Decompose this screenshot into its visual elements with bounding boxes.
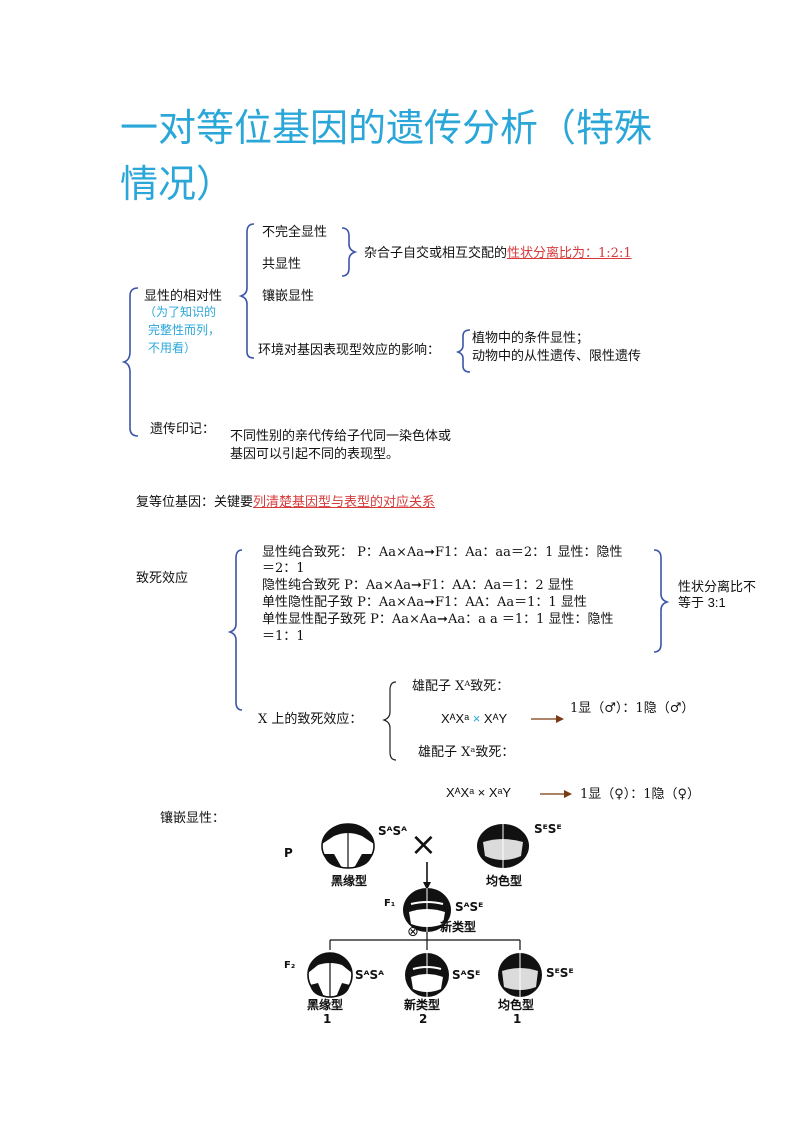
- imprint-line-1: 不同性别的亲代传给子代同一染色体或: [230, 429, 452, 444]
- f2-3-genotype: SᴱSᴱ: [546, 966, 574, 980]
- relativity-head: 显性的相对性: [144, 289, 223, 304]
- f2-2-count: 2: [419, 1012, 428, 1026]
- lethal-head: 致死效应: [136, 571, 189, 586]
- x-a-result: 1显（♂）：1隐（♂）: [570, 701, 695, 716]
- bracket-main: [121, 287, 139, 437]
- cross-ratio: 性状分离比为：1:2:1: [507, 246, 632, 261]
- x-a-cross: XᴬXᵃ × XᴬY: [441, 710, 507, 728]
- cross-prefix: 杂合子自交或相互交配的: [364, 246, 508, 261]
- bracket-lethal: [227, 549, 243, 711]
- imprint-head: 遗传印记：: [150, 422, 216, 437]
- self-cross-mark: ⊗: [407, 924, 419, 940]
- label-p: P: [284, 846, 293, 860]
- x-a-cross-symbol: ×: [472, 711, 481, 726]
- env-animal: 动物中的从性遗传、限性遗传: [472, 349, 642, 364]
- lethal-line-1: 显性纯合致死： P：Aa×Aa➞F1：Aa：aa＝2：1 显性：隐性: [262, 545, 623, 560]
- relativity-note-2: 完整性而列，: [148, 323, 221, 337]
- bracket-sub: [238, 223, 255, 359]
- relativity-note-1: （为了知识的: [144, 305, 217, 319]
- beetle-p2-icon: [477, 824, 529, 868]
- env-plant: 植物中的条件显性；: [472, 331, 590, 346]
- x-a-label: 雄配子 Xᴬ致死：: [412, 679, 510, 694]
- beetle-f2-2-icon: [405, 953, 449, 997]
- cross-statement: 杂合子自交或相互交配的性状分离比为：1:2:1: [364, 245, 632, 263]
- lethal-line-6: ＝1：1: [262, 629, 305, 644]
- item-incomplete-dominance: 不完全显性: [262, 225, 328, 240]
- f2-1-name: 黑缘型: [307, 998, 344, 1012]
- f1-name: 新类型: [440, 920, 477, 934]
- mosaic-head: 镶嵌显性：: [160, 811, 226, 826]
- p2-genotype: SᴱSᴱ: [534, 822, 562, 836]
- beetle-f2-1-icon: [307, 952, 353, 998]
- page-title: 一对等位基因的遗传分析（特殊情况）: [120, 106, 653, 206]
- p1-name: 黑缘型: [331, 874, 368, 888]
- lethal-line-5: 单性显性配子致死 P：Aa×Aa➞Aa：a a ＝1：1 显性：隐性: [262, 612, 614, 627]
- beetle-f1-icon: [403, 888, 451, 932]
- x-a-cross-female: XᴬXᵃ: [441, 711, 470, 726]
- label-f2: F₂: [284, 960, 296, 971]
- x-b-label: 雄配子 Xᵃ致死：: [418, 745, 515, 760]
- lethal-line-2: ＝2：1: [262, 561, 305, 576]
- beetle-f2-3-icon: [498, 953, 542, 997]
- imprint-line-2: 基因可以引起不同的表现型。: [230, 447, 400, 462]
- p2-name: 均色型: [486, 874, 523, 888]
- multiple-alleles-emph: 列清楚基因型与表型的对应关系: [253, 495, 436, 510]
- item-codominance: 共显性: [262, 257, 302, 272]
- bracket-x: [382, 681, 397, 761]
- f2-3-name: 均色型: [498, 998, 535, 1012]
- lethal-line-3: 隐性纯合致死 P：Aa×Aa➞F1：AA：Aa＝1：2 显性: [262, 578, 574, 593]
- ratio-note-1: 性状分离比不: [678, 579, 757, 594]
- item-mosaic-dominance: 镶嵌显性: [262, 289, 315, 304]
- multiple-alleles: 复等位基因：关键要列清楚基因型与表型的对应关系: [136, 494, 435, 512]
- bracket-env: [455, 329, 471, 373]
- multiple-alleles-prefix: 复等位基因：关键要: [136, 495, 254, 510]
- f2-1-genotype: SᴬSᴬ: [355, 968, 384, 982]
- f2-1-count: 1: [323, 1012, 332, 1026]
- bracket-ratio: [653, 549, 670, 653]
- cross-mark: ×: [410, 825, 437, 863]
- bracket-cross: [341, 227, 358, 277]
- beetle-p1-icon: [321, 823, 375, 869]
- relativity-note-3: 不用看）: [148, 341, 197, 355]
- env-label: 环境对基因表现型效应的影响：: [258, 343, 441, 358]
- x-b-cross: XᴬXᵃ × XᵃY: [446, 785, 512, 800]
- x-b-result: 1显（♀）：1隐（♀）: [580, 787, 701, 802]
- label-f1: F₁: [384, 898, 396, 909]
- x-a-cross-male: XᴬY: [483, 711, 508, 726]
- f2-2-name: 新类型: [404, 998, 441, 1012]
- f2-2-genotype: SᴬSᴱ: [452, 968, 481, 982]
- f2-3-count: 1: [513, 1012, 522, 1026]
- ratio-note-2: 等于 3:1: [678, 595, 726, 610]
- f1-genotype: SᴬSᴱ: [455, 900, 484, 914]
- lethal-line-4: 单性隐性配子致 P：Aa×Aa➞F1：AA：Aa＝1：1 显性: [262, 595, 587, 610]
- p1-genotype: SᴬSᴬ: [378, 824, 407, 838]
- x-lethal-head: X 上的致死效应：: [258, 712, 363, 727]
